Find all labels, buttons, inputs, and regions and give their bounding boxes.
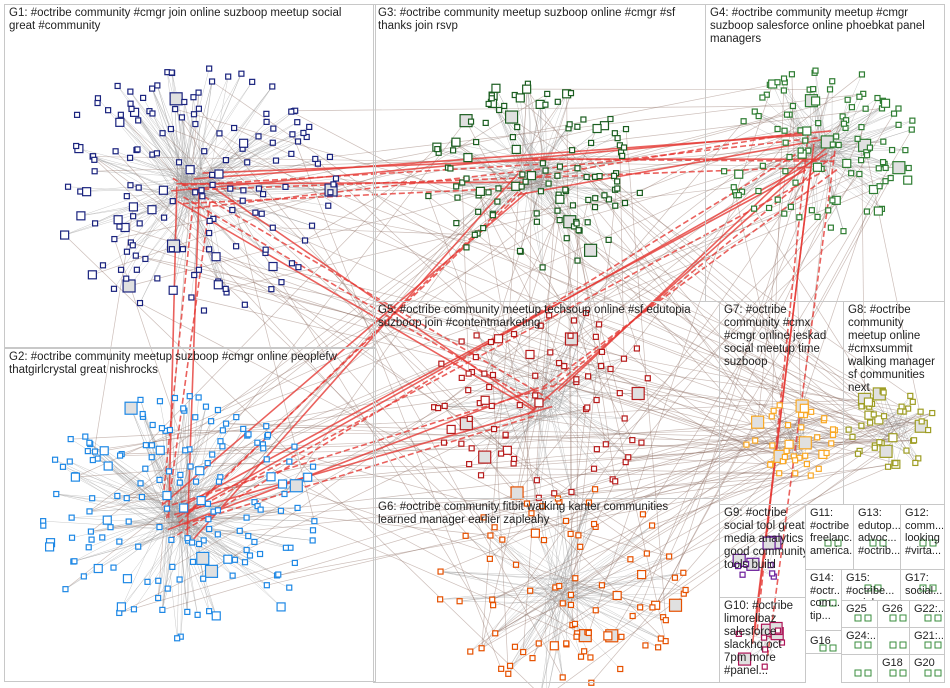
group-label-g17: G17: social... [905,572,945,597]
group-box-g5: G5: #octribe community meetup techsoup o… [373,301,720,499]
group-box-g25: G26 [877,600,910,628]
group-box-g26: G26 [841,654,878,683]
group-label-g25: G26 [882,603,903,616]
group-box-g8: G8: #octribe community meetup online #cm… [843,301,945,505]
group-box-g19 [877,627,910,655]
group-label-g5: G5: #octribe community meetup techsoup o… [378,304,713,330]
group-box-g15: G15: #octribe... social... [841,569,901,601]
group-label-g24: G25 [846,603,878,616]
group-box-g1: G1: #octribe community #cmgr join online… [4,4,376,348]
group-box-g23: G24:... [841,627,878,655]
group-label-g15: G15: #octribe... social... [846,572,901,601]
group-box-g7: G7: #octribe community #cmx #cmgr online… [719,301,844,505]
group-box-g22: G22:... [909,600,945,628]
group-box-g13: G13: edutop... advoc... #octrib... [853,504,901,570]
group-label-g3: G3: #octribe community meetup suzboop on… [378,7,698,33]
group-box-g14: G14: #octr... com... tip... [805,569,842,631]
group-box-g3: G3: #octribe community meetup suzboop on… [373,4,706,302]
group-box-g11: G11: #octribe freelanc... america... [805,504,854,570]
group-label-g14: G14: #octr... com... tip... [810,572,842,622]
group-label-g16: G16 [810,635,831,648]
group-label-g2: G2: #octribe community meetup suzboop #c… [9,351,371,377]
group-label-g4: G4: #octribe community meetup #cmgr suzb… [710,7,936,46]
group-box-g21: G21:... [909,627,945,655]
group-box-g9: G9: #octribe social tool great media ana… [719,504,806,598]
group-label-g23: G24:... [846,630,878,643]
group-box-g20: G20 [909,654,945,683]
group-box-g17: G17: social... [900,569,945,601]
group-label-g1: G1: #octribe community #cmgr join online… [9,7,369,33]
group-box-g24: G25 [841,600,878,628]
group-label-g11: G11: #octribe freelanc... america... [810,507,854,557]
group-label-g18: G18 [882,657,903,670]
group-label-g21: G21:... [914,630,945,643]
group-box-g16: G16 [805,630,842,654]
group-label-g13: G13: edutop... advoc... #octrib... [858,507,901,557]
group-label-g7: G7: #octribe community #cmx #cmgr online… [724,304,836,369]
group-box-g18: G18 [877,654,910,683]
group-box-g10: G10: #octribe limorelbaz salesforce slac… [719,597,806,683]
group-label-g10: G10: #octribe limorelbaz salesforce slac… [724,600,802,678]
group-box-g12: G12: comm... looking #virta... [900,504,945,570]
group-label-g8: G8: #octribe community meetup online #cm… [848,304,944,395]
group-box-g4: G4: #octribe community meetup #cmgr suzb… [705,4,945,302]
group-label-g12: G12: comm... looking #virta... [905,507,945,557]
group-label-g9: G9: #octribe social tool great media ana… [724,507,806,572]
group-label-g6: G6: #octribe community fitbit walking ka… [378,501,698,527]
group-box-g2: G2: #octribe community meetup suzboop #c… [4,348,376,682]
group-box-g6: G6: #octribe community fitbit walking ka… [373,498,720,683]
group-label-g20: G20 [914,657,935,670]
group-label-g22: G22:... [914,603,945,616]
